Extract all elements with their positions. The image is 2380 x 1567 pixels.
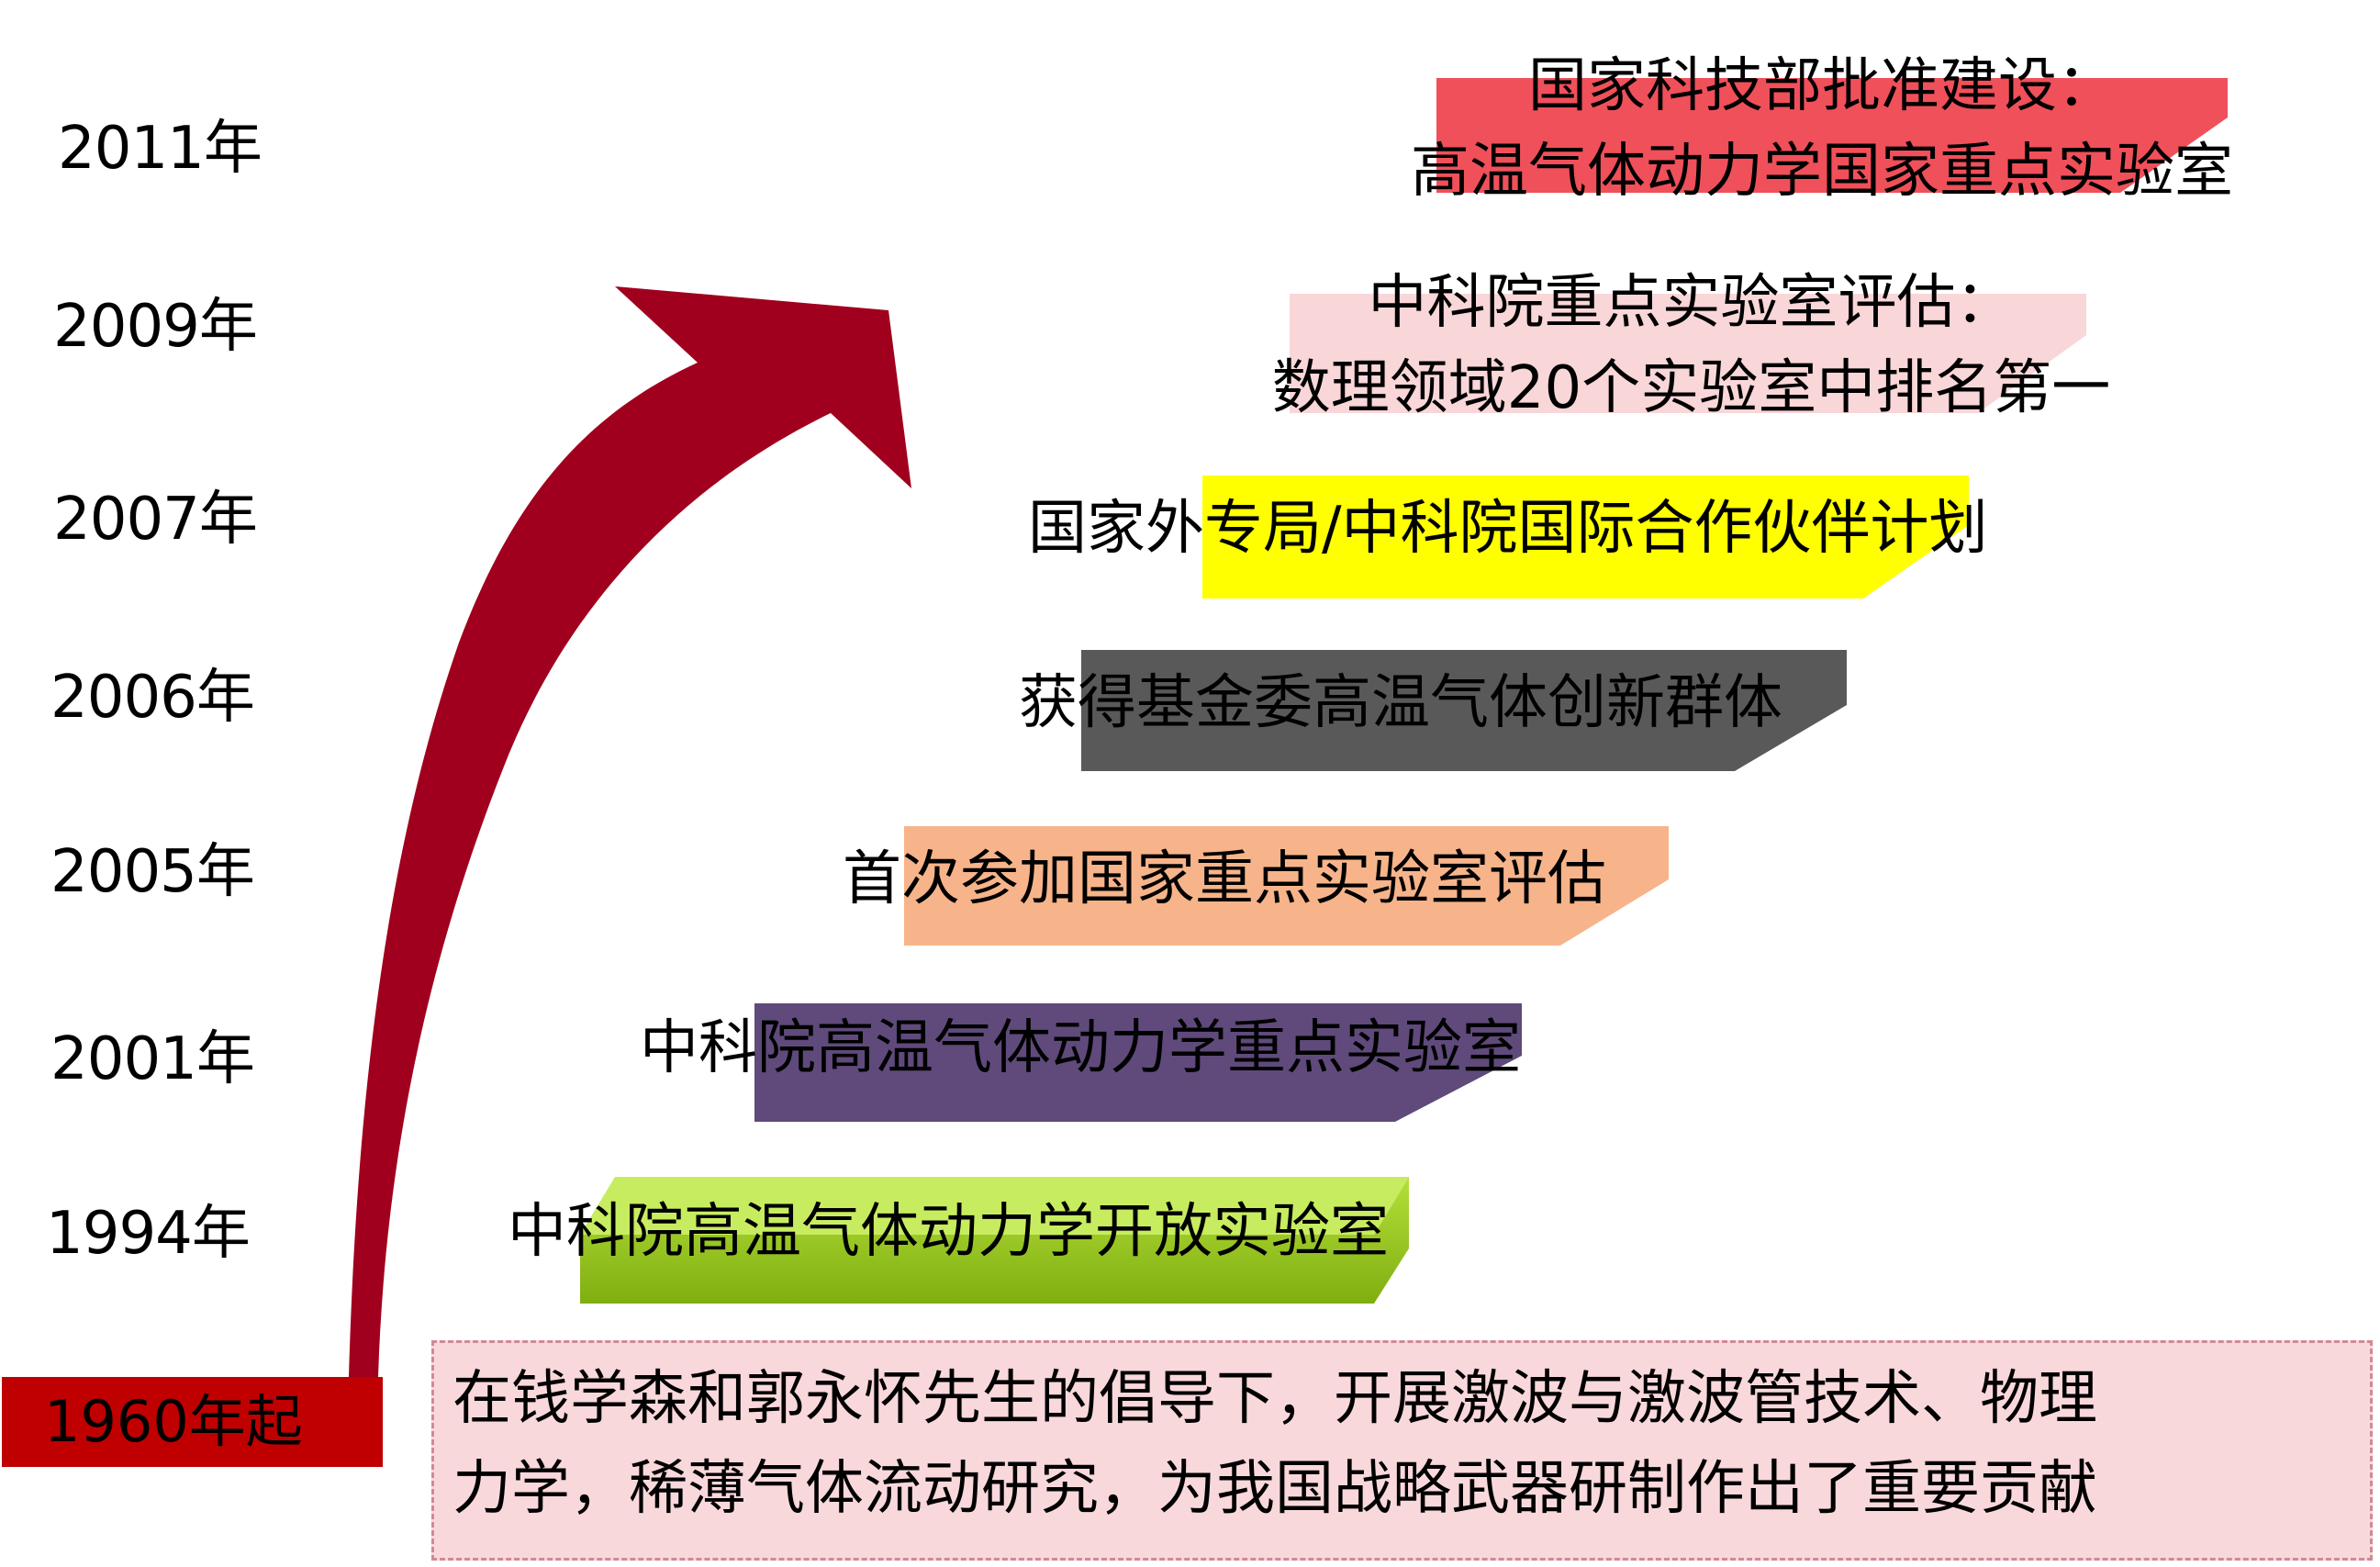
origin-line-1: 在钱学森和郭永怀先生的倡导下，开展激波与激波管技术、物理 [453, 1365, 2097, 1433]
step-2006-bar [1081, 650, 1847, 771]
year-2007-label: 2007年 [53, 486, 258, 554]
event-2009-line1: 中科院重点实验室评估： [1368, 269, 2015, 337]
step-1994-top [580, 1177, 1409, 1235]
step-2005-bar [904, 826, 1669, 946]
year-1994-label: 1994年 [46, 1200, 251, 1268]
event-2005: 首次参加国家重点实验室评估 [843, 845, 1606, 913]
year-2006-label: 2006年 [50, 664, 255, 732]
event-2009-line2: 数理领域20个实验室中排名第一 [1271, 353, 2111, 422]
step-2007-bar [1202, 476, 1969, 599]
growth-arrow [349, 286, 911, 1377]
year-2011-label: 2011年 [58, 115, 263, 183]
event-2007: 国家外专局/中科院国际合作伙伴计划 [1028, 495, 1988, 563]
step-2009-bar [1290, 294, 2086, 413]
step-2011-bar [1436, 78, 2228, 193]
step-2001-bar [754, 1003, 1522, 1122]
origin-description-box: 在钱学森和郭永怀先生的倡导下，开展激波与激波管技术、物理 力学，稀薄气体流动研究… [431, 1340, 2373, 1561]
event-2001: 中科院高温气体动力学重点实验室 [640, 1014, 1521, 1082]
year-1960-label: 1960年起 [2, 1377, 383, 1467]
step-1994-bar [580, 1177, 1409, 1304]
year-2009-label: 2009年 [53, 293, 258, 361]
origin-line-2: 力学，稀薄气体流动研究，为我国战略武器研制作出了重要贡献 [453, 1455, 2097, 1523]
year-2001-label: 2001年 [50, 1025, 255, 1093]
event-2011-line1: 国家科技部批准建设： [1528, 52, 2116, 120]
event-2011: 国家科技部批准建设： 高温气体动力学国家重点实验室 [1322, 44, 2322, 215]
event-2011-line2: 高温气体动力学国家重点实验室 [1411, 137, 2233, 206]
year-2005-label: 2005年 [50, 838, 255, 906]
event-2006: 获得基金委高温气体创新群体 [1019, 669, 1782, 737]
event-2009: 中科院重点实验室评估： 数理领域20个实验室中排名第一 [1193, 261, 2189, 431]
event-1994: 中科院高温气体动力学开放实验室 [508, 1198, 1389, 1266]
